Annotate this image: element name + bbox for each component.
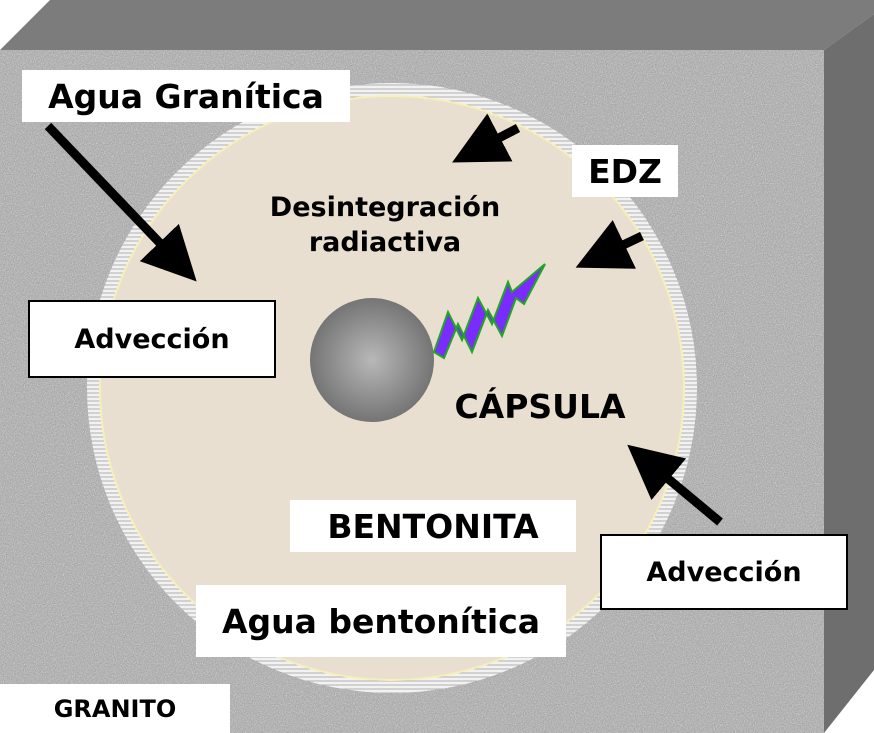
edz-arrow-top	[452, 113, 521, 163]
desintegracion-label: Desintegración radiactiva	[235, 190, 535, 260]
bentonita-label: BENTONITA	[290, 500, 576, 552]
granito-label: GRANITO	[0, 684, 230, 733]
agua-bentonitica-label: Agua bentonítica	[196, 585, 566, 657]
advection-arrow-left	[44, 122, 197, 282]
edz-label: EDZ	[572, 145, 678, 197]
edz-arrow-right	[575, 220, 644, 269]
desintegracion-line2: radiactiva	[308, 227, 462, 259]
decay-zigzag-arrow	[432, 263, 546, 360]
desintegracion-line1: Desintegración	[269, 192, 501, 223]
agua-granitica-label: Agua Granítica	[22, 70, 350, 122]
granite-block-side-face	[824, 14, 874, 733]
granite-block-top-face	[0, 0, 874, 50]
advection-right-label: Advección	[600, 534, 848, 610]
advection-arrow-right	[627, 444, 723, 526]
advection-left-label: Advección	[28, 300, 276, 378]
capsula-label: CÁPSULA	[454, 387, 626, 426]
capsule-sphere	[310, 298, 434, 422]
